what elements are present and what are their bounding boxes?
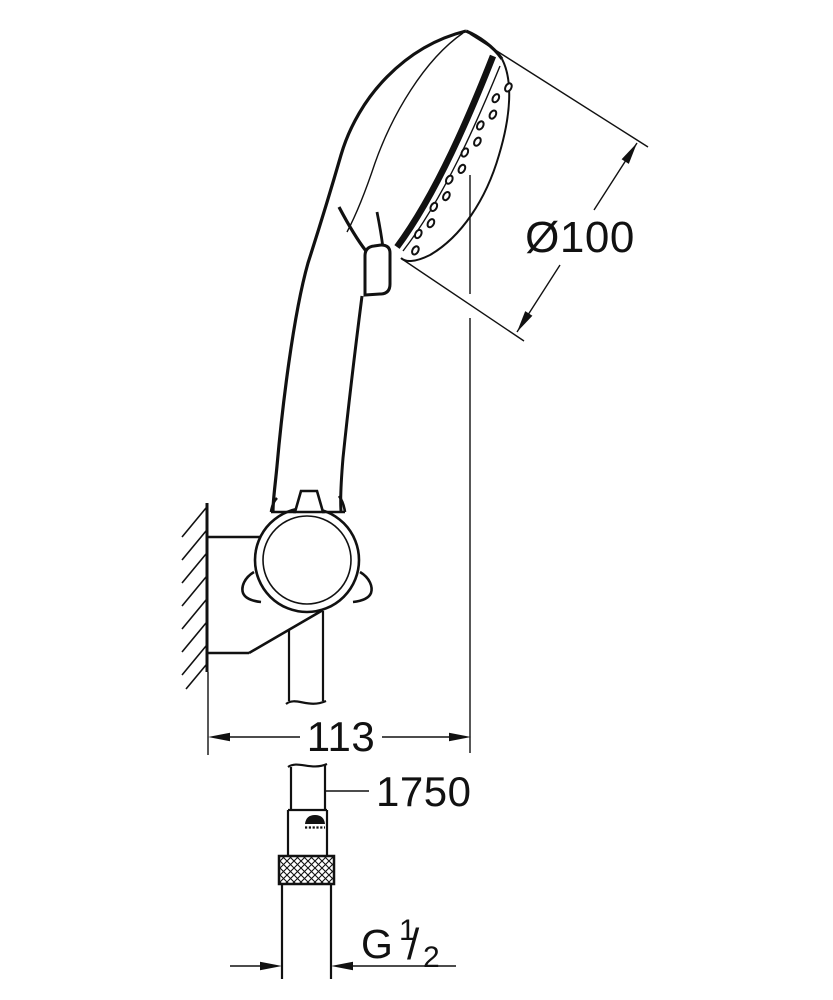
hatch-line bbox=[181, 645, 207, 676]
hatch-line bbox=[181, 599, 207, 630]
head-and-handle-outer-outline bbox=[271, 29, 467, 512]
handle bbox=[339, 243, 392, 512]
dome-highlight-line bbox=[346, 32, 464, 233]
thread-label-denominator: 2 bbox=[423, 941, 440, 974]
nozzle-icon bbox=[473, 136, 482, 147]
nozzle-icon bbox=[413, 228, 423, 240]
shower-head bbox=[271, 29, 513, 512]
spray-face-rim-band bbox=[394, 54, 497, 249]
thread-label-prefix: G bbox=[361, 921, 393, 967]
handle-right-edge bbox=[339, 295, 364, 512]
handle-flare-left bbox=[269, 497, 278, 513]
nozzle-icon bbox=[504, 82, 513, 93]
arrowhead-right-icon bbox=[449, 732, 471, 742]
head-top-edge bbox=[465, 29, 504, 60]
arrowhead-left-icon bbox=[331, 961, 353, 971]
arrowhead-down-icon bbox=[517, 311, 533, 332]
head-bottom-edge bbox=[337, 206, 368, 252]
hatch-line bbox=[181, 530, 207, 561]
extension-line-bottom bbox=[401, 258, 525, 342]
brand-stamp-icon bbox=[305, 815, 325, 824]
dimension-wall-offset: 113 bbox=[207, 175, 471, 760]
hatch-line bbox=[181, 507, 207, 538]
arrowhead-up-icon bbox=[621, 143, 637, 164]
hose-break-line-upper bbox=[285, 699, 327, 705]
wall-offset-label: 113 bbox=[307, 713, 375, 760]
thread-label-numerator: 1 bbox=[399, 914, 416, 947]
holder-lobe-right bbox=[352, 570, 373, 604]
handle-flare-right bbox=[337, 495, 347, 513]
dimension-head-diameter: Ø100 bbox=[401, 33, 649, 342]
hose-break-line-lower bbox=[287, 762, 328, 768]
nozzle-icon bbox=[444, 174, 454, 185]
bracket-diagonal-edge bbox=[248, 608, 324, 655]
arrowhead-right-icon bbox=[260, 961, 282, 971]
nozzle-icon bbox=[442, 191, 451, 202]
wall-hatching bbox=[181, 507, 207, 690]
handle-clip bbox=[363, 243, 392, 297]
hatch-line bbox=[181, 622, 207, 653]
nozzle-icon bbox=[411, 245, 420, 256]
head-diameter-label: Ø100 bbox=[525, 213, 635, 262]
shower-hose bbox=[277, 611, 336, 979]
nozzle-icon bbox=[488, 109, 498, 120]
nozzle-icon bbox=[457, 163, 467, 174]
dimension-hose-length: 1750 bbox=[326, 768, 471, 815]
spray-nozzles bbox=[411, 82, 513, 256]
grohe-brand-stamp bbox=[305, 815, 325, 829]
head-neck-edge bbox=[375, 211, 385, 249]
hose-length-label: 1750 bbox=[376, 768, 471, 815]
spray-face-outer-edge bbox=[400, 58, 511, 262]
nozzle-icon bbox=[429, 201, 439, 212]
knurled-nut bbox=[277, 854, 336, 886]
handle-key-tab bbox=[293, 489, 325, 514]
nozzle-icon bbox=[491, 93, 501, 104]
dimension-thread-size: G 1 / 2 bbox=[230, 914, 456, 974]
hatch-line bbox=[181, 576, 207, 607]
holder-ring-outer bbox=[253, 506, 361, 614]
wall bbox=[181, 503, 209, 690]
hatch-line bbox=[181, 553, 207, 584]
holder-ring-inner bbox=[262, 515, 352, 605]
nozzle-icon bbox=[475, 120, 485, 131]
thread-label-slash: / bbox=[407, 920, 420, 969]
hatch-line bbox=[185, 664, 207, 690]
holder-lobe-left bbox=[241, 570, 262, 604]
arrowhead-left-icon bbox=[208, 732, 230, 742]
nozzle-icon bbox=[460, 147, 470, 158]
extension-line-top bbox=[469, 33, 649, 148]
nozzle-icon bbox=[426, 218, 436, 229]
wall-bracket bbox=[208, 489, 373, 655]
